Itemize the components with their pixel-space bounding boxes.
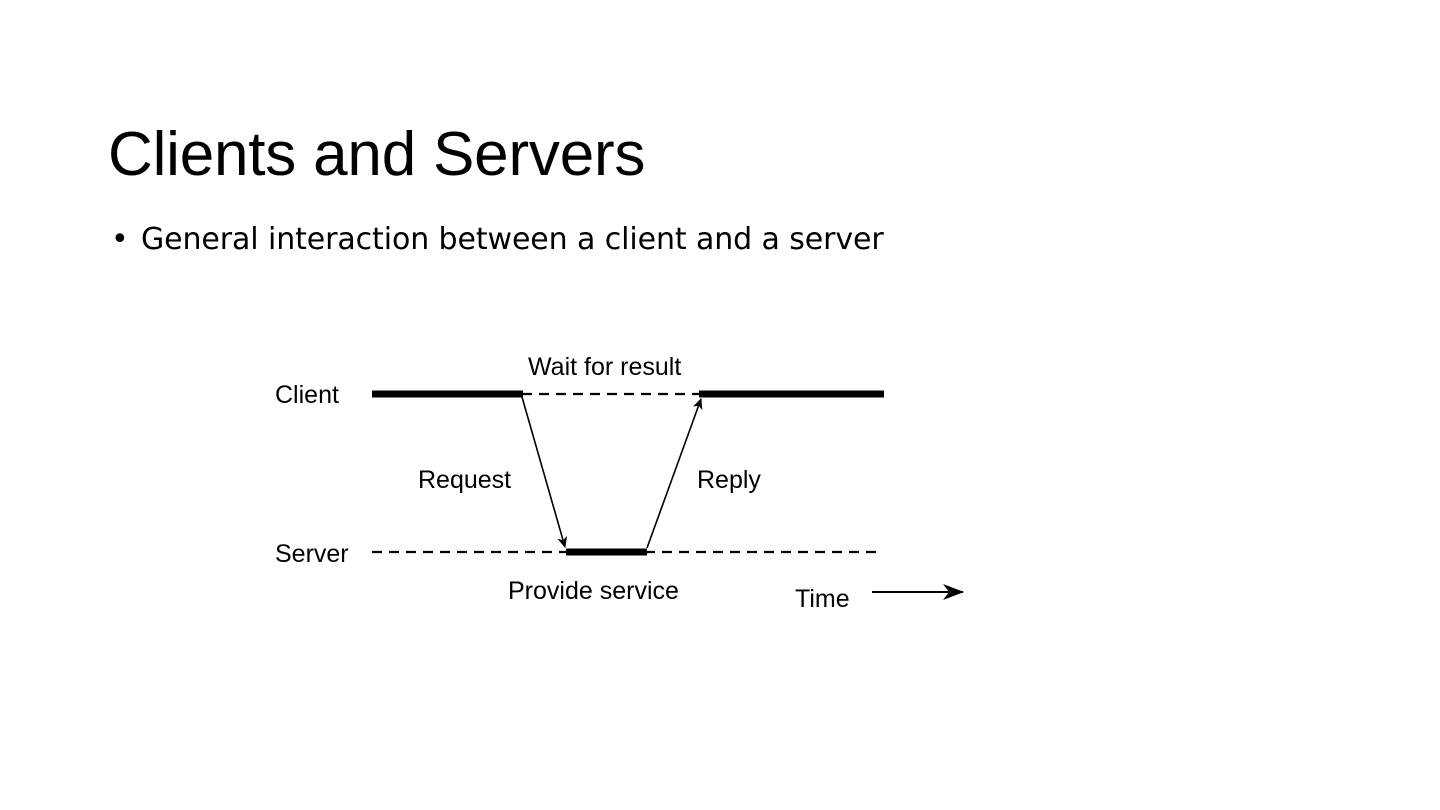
reply-label: Reply — [697, 466, 761, 494]
client-lane-label: Client — [275, 381, 339, 409]
request-label: Request — [418, 466, 511, 494]
client-server-sequence-diagram: Client Wait for result Server Provide se… — [255, 335, 995, 625]
bullet-point-icon: • — [111, 222, 129, 257]
wait-for-result-label: Wait for result — [528, 353, 681, 381]
time-axis-label: Time — [795, 585, 850, 613]
reply-arrow — [646, 398, 703, 549]
bullet-item-text: General interaction between a client and… — [141, 222, 884, 257]
page-title: Clients and Servers — [108, 119, 646, 189]
provide-service-label: Provide service — [508, 577, 679, 605]
list-item: • General interaction between a client a… — [108, 218, 1328, 262]
bullet-list: • General interaction between a client a… — [108, 218, 1328, 262]
server-lane-label: Server — [275, 540, 349, 568]
request-arrow — [521, 396, 568, 548]
